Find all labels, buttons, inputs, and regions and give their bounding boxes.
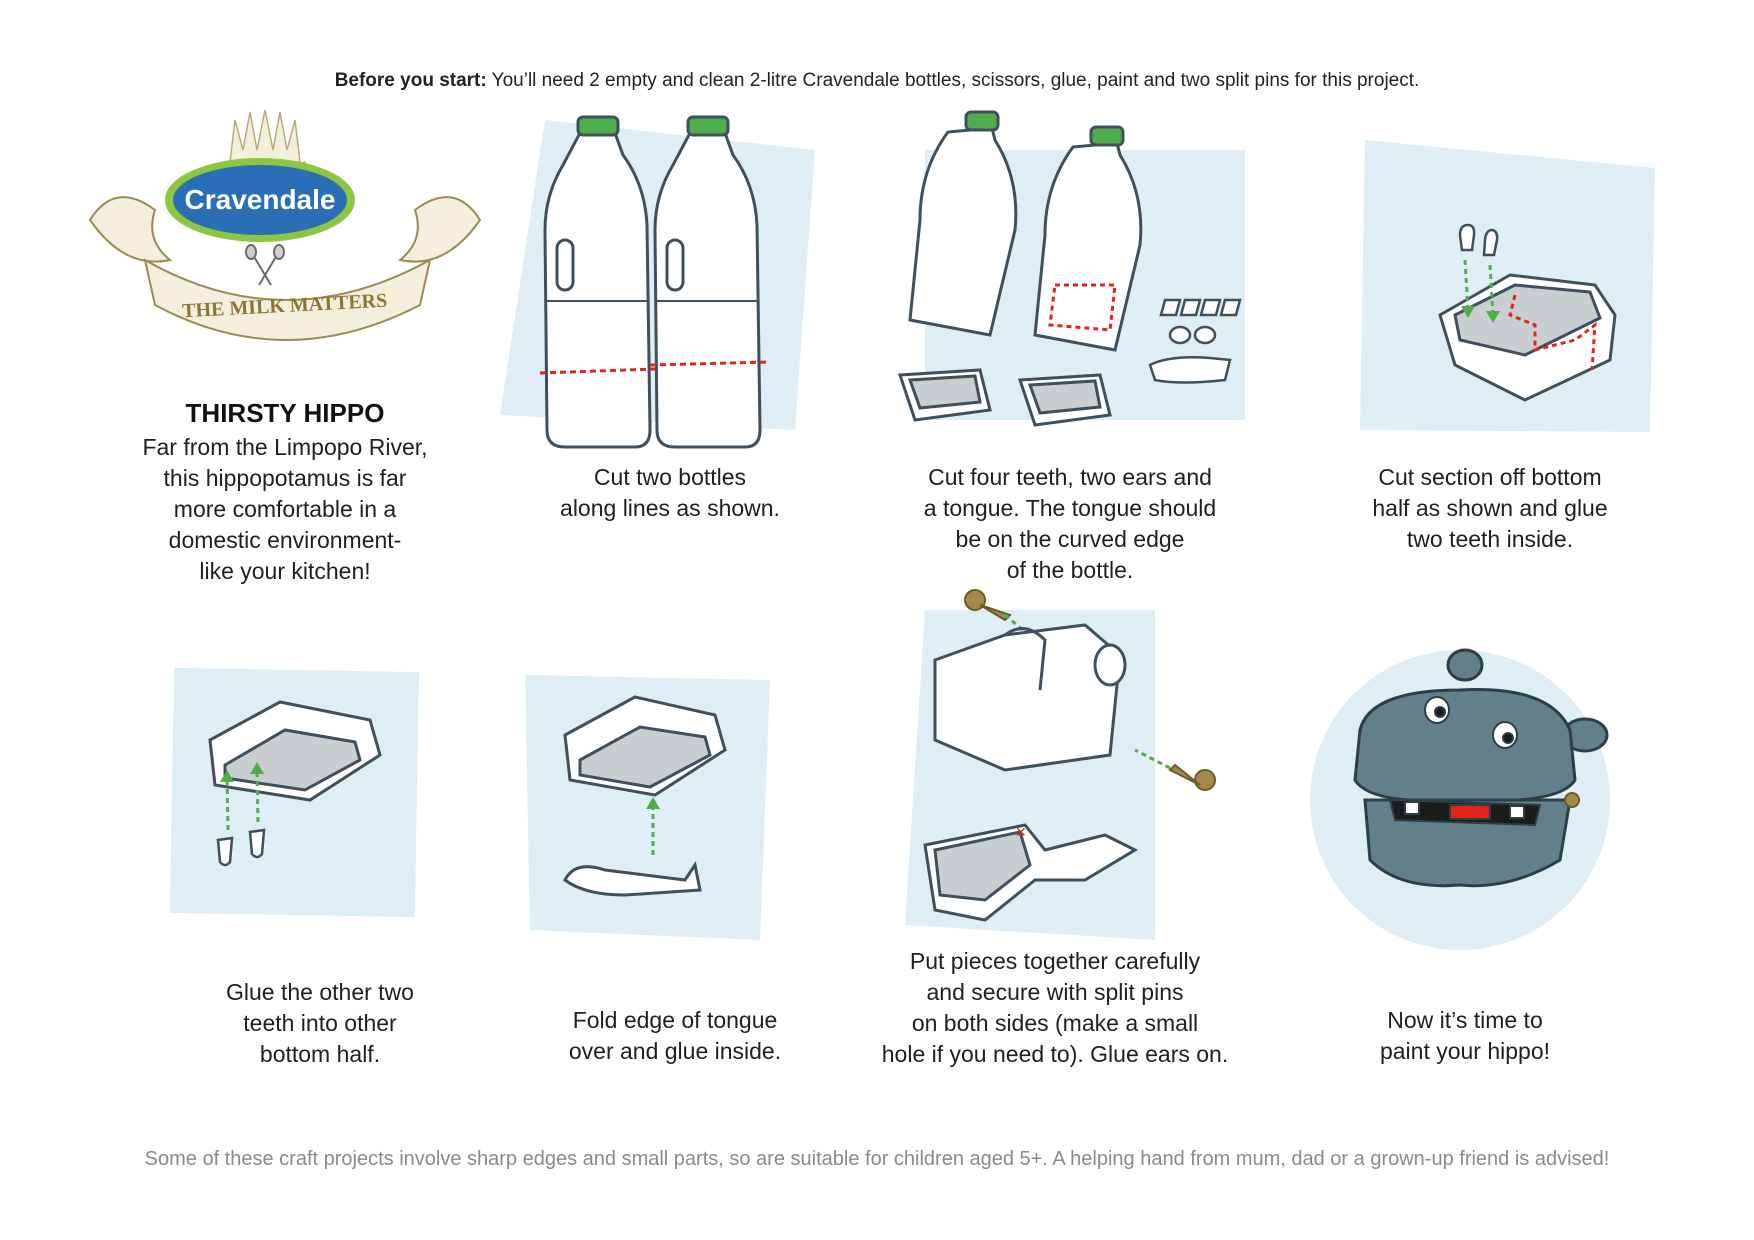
arrow-head	[1461, 306, 1475, 318]
step7-caption: Now it’s time to paint your hippo!	[1320, 1005, 1610, 1067]
arrow-head	[646, 797, 660, 809]
project-title: THIRSTY HIPPO	[185, 398, 385, 428]
step6-caption: Put pieces together carefully and secure…	[855, 946, 1255, 1070]
bottom-half-piece	[563, 695, 727, 797]
tooth-piece	[216, 828, 266, 867]
ribbon-scroll	[88, 196, 482, 341]
safety-footer: Some of these craft projects involve sha…	[144, 1148, 1610, 1170]
step5-line: over and glue inside.	[568, 1038, 782, 1064]
bottle-icon	[653, 115, 762, 449]
brand-name: Cravendale	[185, 184, 336, 215]
top-half-piece	[933, 623, 1127, 772]
step6-line: on both sides (make a small	[911, 1010, 1199, 1036]
step7-illustration	[1310, 648, 1610, 950]
step2-line: be on the curved edge	[955, 526, 1185, 552]
step3-line: Cut section off bottom	[1378, 464, 1602, 490]
hippo-eyes	[1424, 696, 1518, 749]
arrow-head	[1486, 311, 1500, 323]
intro-line: more comfortable in a	[173, 496, 397, 522]
intro-text: Far from the Limpopo River, this hippopo…	[120, 432, 450, 587]
bottom-half-piece	[208, 700, 382, 802]
step6-illustration: ✕	[905, 589, 1216, 940]
step3-line: two teeth inside.	[1406, 526, 1574, 552]
step3-caption: Cut section off bottom half as shown and…	[1340, 462, 1640, 555]
arrow-head	[250, 762, 264, 774]
before-you-start-text: You’ll need 2 empty and clean 2-litre Cr…	[486, 70, 1420, 91]
step1-caption: Cut two bottles along lines as shown.	[520, 462, 820, 524]
intro-line: this hippopotamus is far	[163, 465, 407, 491]
step5-caption: Fold edge of tongue over and glue inside…	[525, 1005, 825, 1067]
cut-line	[649, 360, 771, 367]
step4-line: Glue the other two	[226, 979, 414, 1005]
arrow-head	[220, 770, 234, 782]
intro-line: domestic environment-	[168, 527, 402, 553]
cut-outline	[1508, 294, 1597, 371]
step5-line: Fold edge of tongue	[572, 1007, 778, 1033]
step2-illustration	[897, 110, 1245, 427]
step3-line: half as shown and glue	[1372, 495, 1608, 521]
before-you-start-note: Before you start: You’ll need 2 empty an…	[0, 70, 1754, 92]
step4-line: bottom half.	[259, 1041, 381, 1067]
hole-mark-icon: ✕	[1015, 824, 1027, 840]
intro-line: Far from the Limpopo River,	[142, 434, 428, 460]
split-pin-icon	[1168, 763, 1216, 791]
teeth-pieces	[1148, 298, 1242, 384]
bottom-half-piece	[923, 823, 1139, 922]
step4-illustration	[169, 667, 420, 918]
step6-line: Put pieces together carefully	[909, 948, 1201, 974]
step2-caption: Cut four teeth, two ears and a tongue. T…	[880, 462, 1260, 586]
tongue-piece	[563, 861, 702, 897]
before-you-start-label: Before you start:	[334, 70, 487, 91]
cut-line	[539, 367, 656, 375]
bottle-base-piece	[897, 368, 992, 422]
brand-oval-inner	[173, 165, 347, 235]
step1-illustration	[500, 115, 815, 449]
step6-line: and secure with split pins	[926, 979, 1184, 1005]
step1-line: along lines as shown.	[560, 495, 780, 521]
step2-line: a tongue. The tongue should	[923, 495, 1217, 521]
bottle-icon	[1033, 125, 1143, 352]
step5-illustration	[525, 675, 770, 940]
step1-line: Cut two bottles	[593, 464, 747, 490]
bottle-icon	[543, 115, 652, 449]
hippo-mouth	[1388, 798, 1542, 827]
arrow-pin	[1134, 748, 1171, 770]
bottle-base-piece	[1017, 373, 1112, 427]
spoons-icon	[245, 244, 285, 286]
cut-outline	[1048, 283, 1117, 332]
step7-line: Now it’s time to	[1387, 1007, 1543, 1033]
step2-line: of the bottle.	[1006, 557, 1134, 583]
step4-caption: Glue the other two teeth into other bott…	[170, 977, 470, 1070]
step2-line: Cut four teeth, two ears and	[928, 464, 1212, 490]
bottle-icon	[908, 110, 1018, 337]
intro-line: like your kitchen!	[199, 558, 371, 584]
step7-line: paint your hippo!	[1379, 1038, 1551, 1064]
step4-line: teeth into other	[243, 1010, 397, 1036]
cravendale-logo: Cravendale THE MILK MATTERS	[88, 109, 482, 341]
tooth-piece	[1458, 223, 1499, 257]
split-pin-icon	[1564, 792, 1580, 808]
step3-illustration	[1360, 140, 1655, 432]
step6-line: hole if you need to). Glue ears on.	[881, 1041, 1229, 1067]
